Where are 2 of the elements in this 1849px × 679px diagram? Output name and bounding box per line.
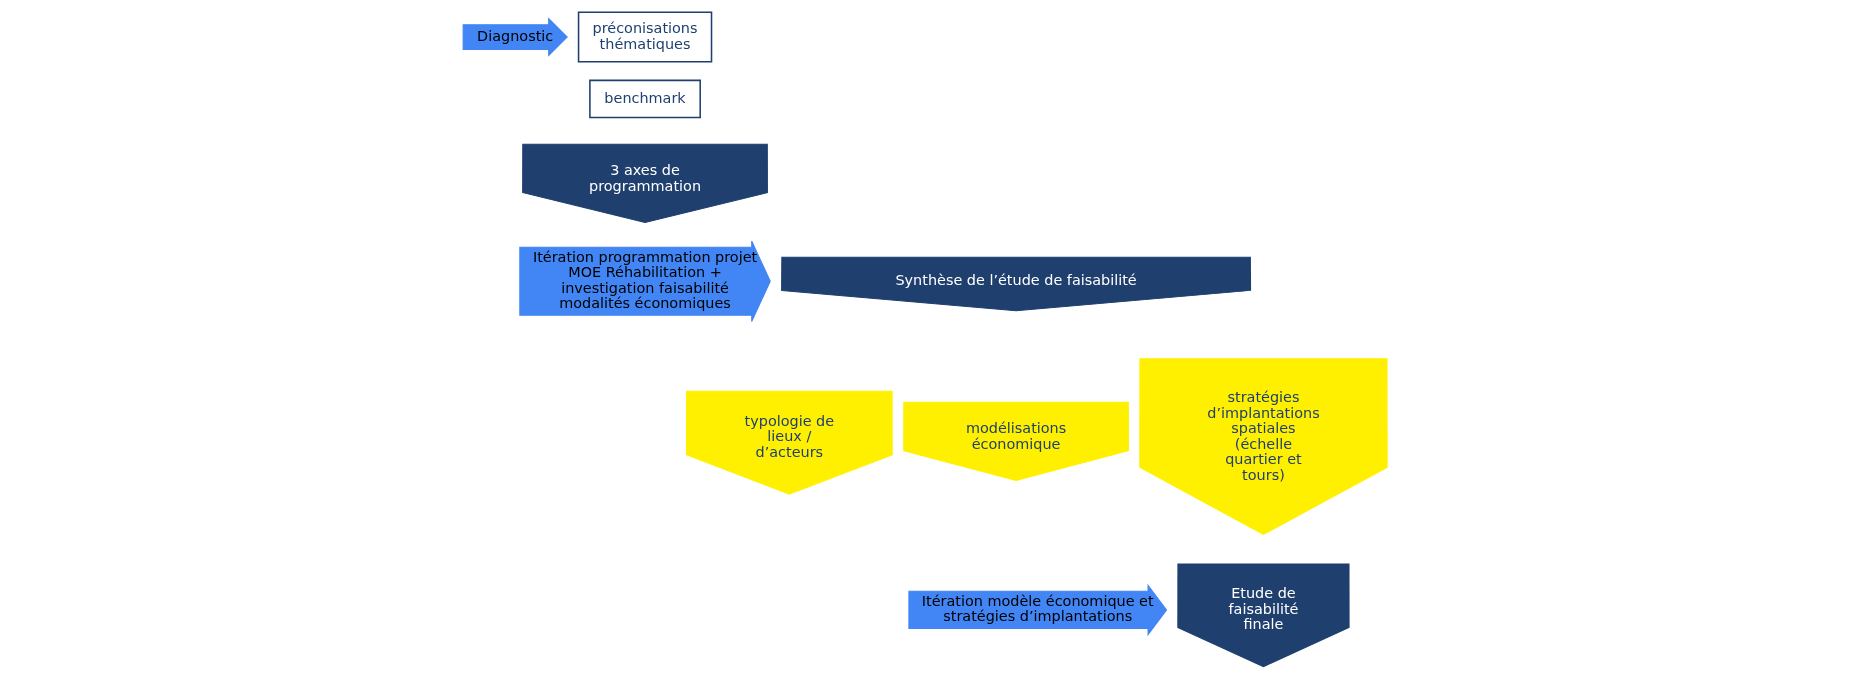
node-box: préconisations thématiques bbox=[577, 11, 712, 63]
node-box: benchmark bbox=[588, 79, 701, 119]
